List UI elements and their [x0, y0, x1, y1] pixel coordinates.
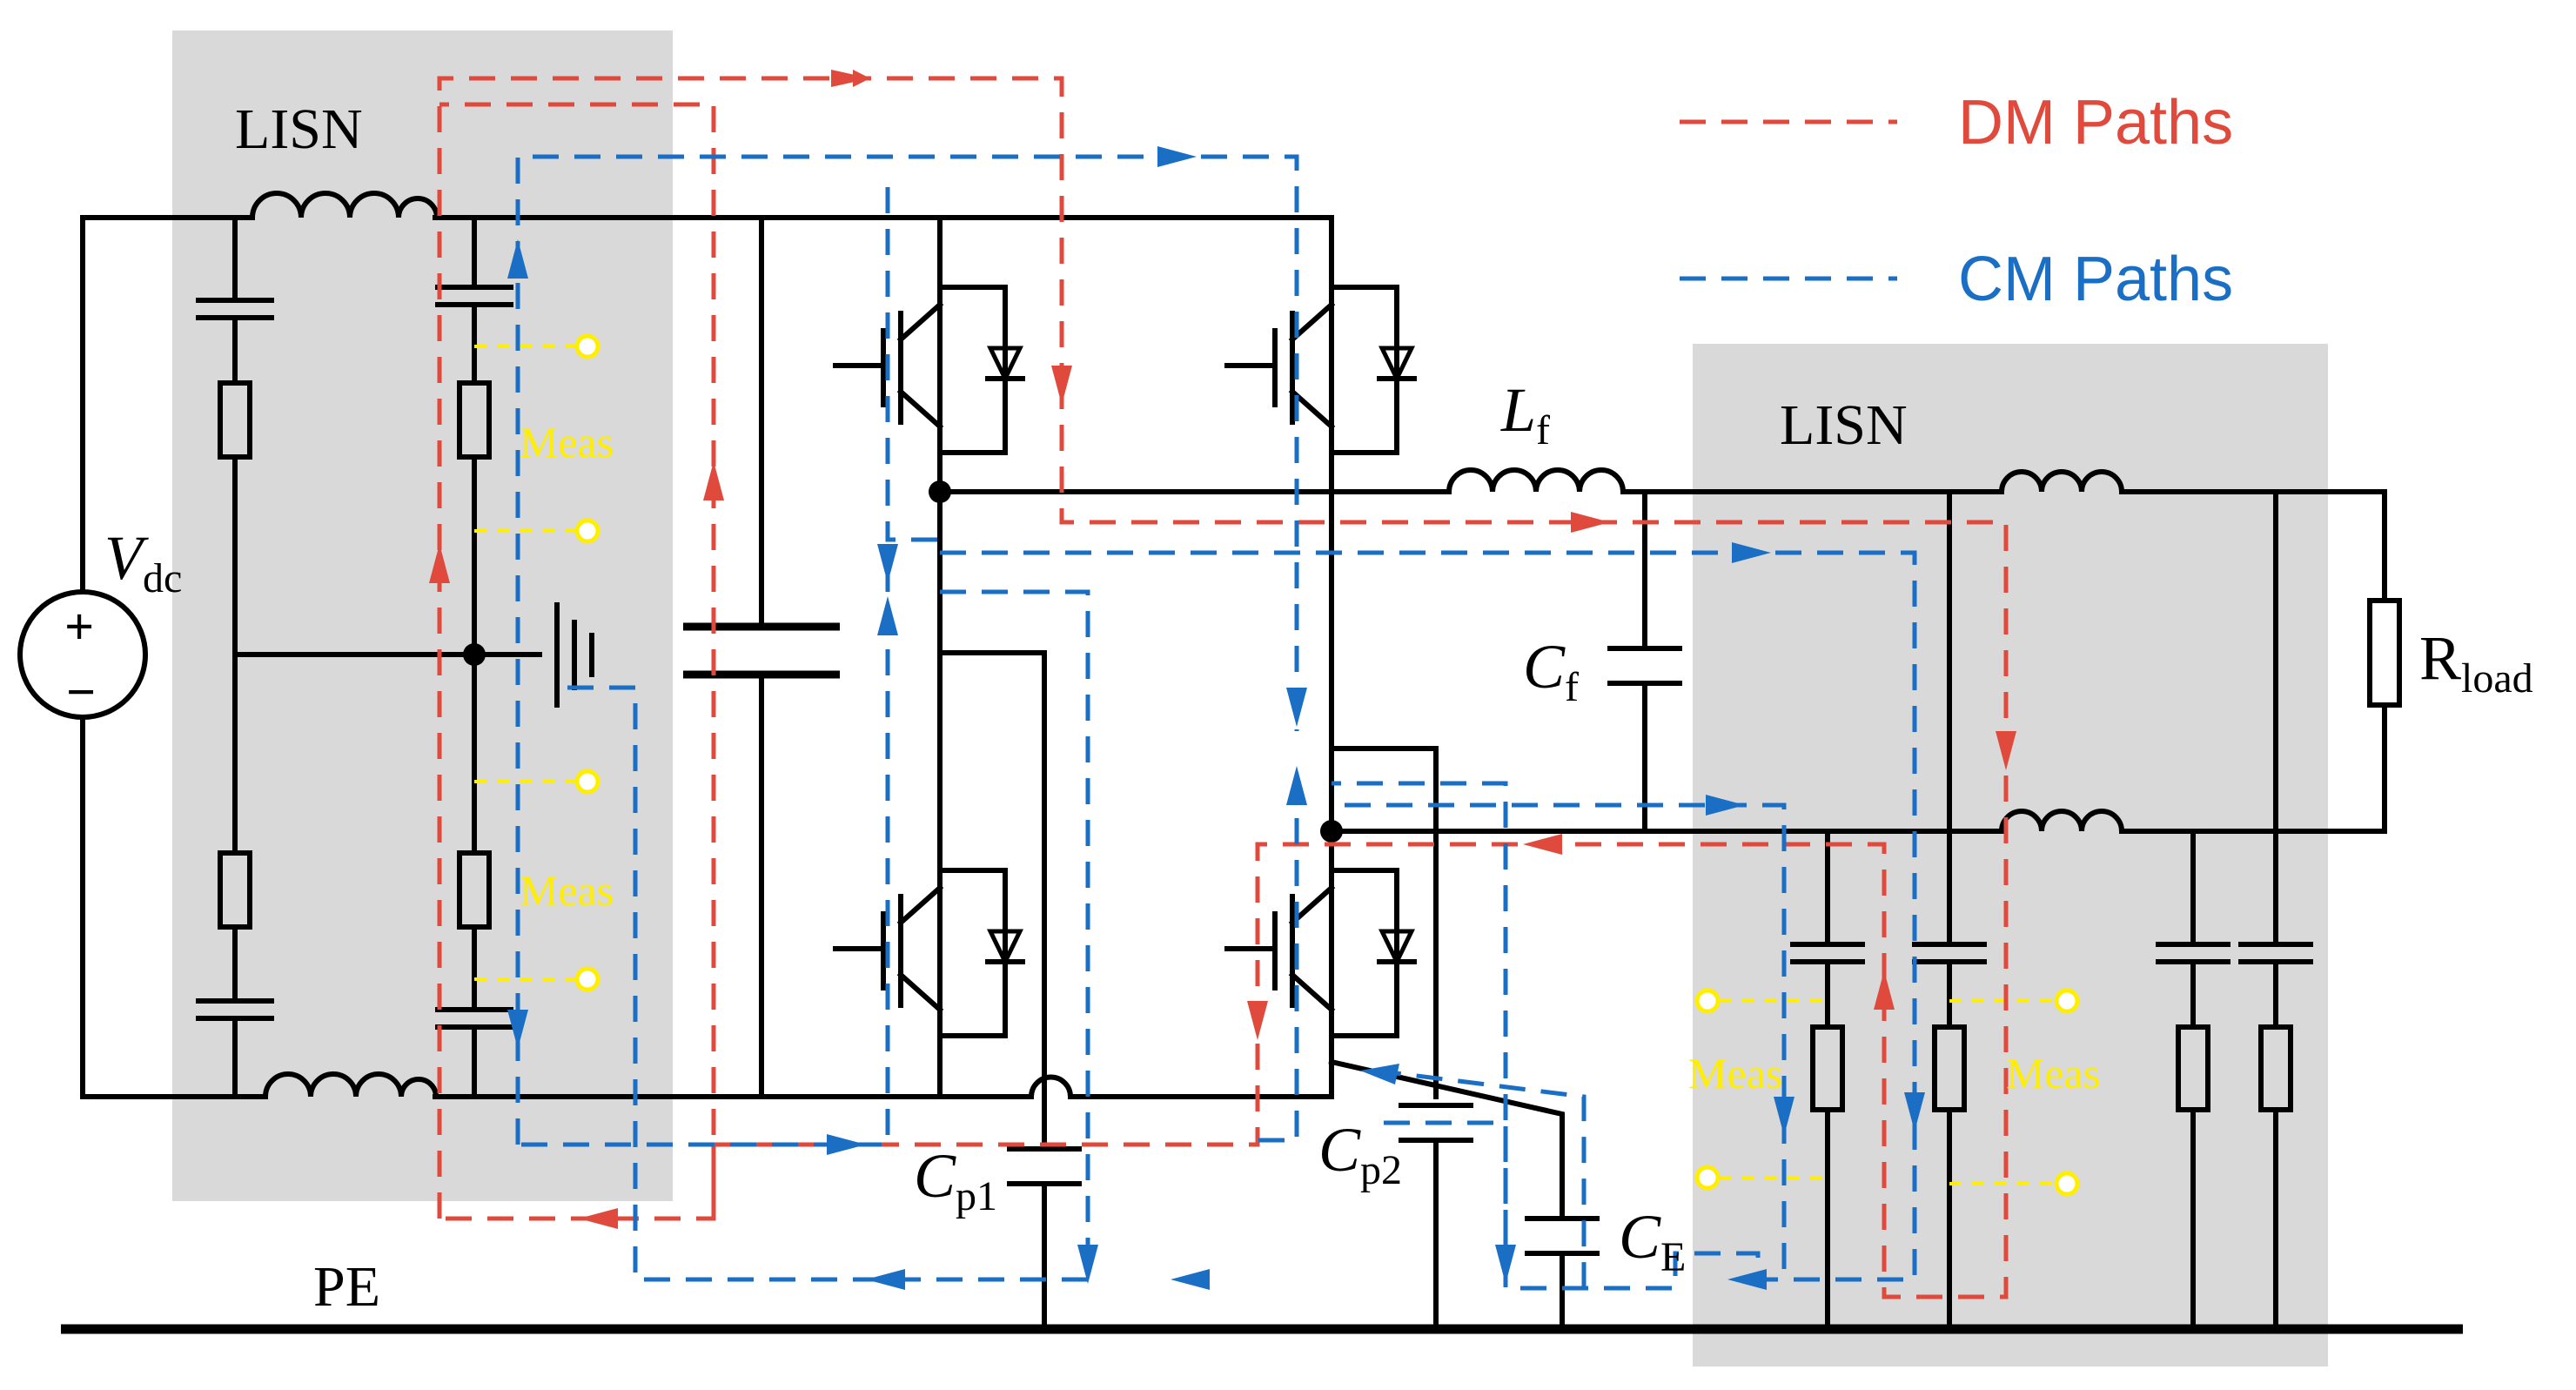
legend-cm-label: CM Paths: [1958, 245, 2233, 314]
legend-dm-label: DM Paths: [1958, 88, 2233, 158]
junction-dots: [463, 480, 1343, 843]
inductor-lisn-left-bottom: [232, 1071, 477, 1100]
resistors: [218, 380, 2402, 1112]
midpoint-ground-symbol: [554, 602, 594, 708]
lisn-right-box: [1693, 344, 2328, 1366]
vdc-minus-sign: −: [66, 663, 96, 721]
igbt-switches: [833, 272, 1417, 1038]
meas-label-4: Meas: [2006, 1049, 2100, 1098]
igbt-top-left: [833, 272, 1025, 455]
measurement-points: [474, 333, 2080, 1197]
lisn-left-box: [172, 30, 673, 1201]
cf-label: Cf: [1523, 632, 1579, 710]
ce-label: CE: [1619, 1202, 1686, 1280]
capacitors: [196, 285, 2313, 1256]
meas-label-2: Meas: [520, 866, 614, 915]
lf-label: Lf: [1500, 375, 1550, 453]
cp1-label: Cp1: [914, 1141, 997, 1219]
vdc-plus-sign: +: [64, 598, 94, 655]
igbt-top-right: [1224, 285, 1417, 455]
rload-label: Rload: [2419, 623, 2533, 702]
pe-label: PE: [313, 1255, 380, 1319]
inductor-lisn-right-top: [1998, 469, 2125, 495]
vdc-label: Vdc: [104, 523, 182, 601]
igbt-bottom-left: [833, 868, 1025, 1038]
vdc-source: [17, 589, 148, 720]
meas-label-3: Meas: [1688, 1049, 1782, 1098]
inductor-lisn-right-bottom: [1998, 809, 2125, 835]
lisn-right-label: LISN: [1780, 393, 1908, 457]
cm-paths: [507, 146, 1925, 1291]
text-labels: LISN LISN DM Paths CM Paths Vdc Lf Cf Rl…: [64, 88, 2533, 1319]
cp2-label: Cp2: [1318, 1115, 1402, 1193]
dm-paths: [429, 70, 2016, 1299]
lisn-left-label: LISN: [235, 97, 363, 161]
inductor-lisn-left-top: [232, 191, 477, 221]
inductor-lf: [1442, 467, 1627, 495]
meas-label-1: Meas: [520, 418, 614, 467]
